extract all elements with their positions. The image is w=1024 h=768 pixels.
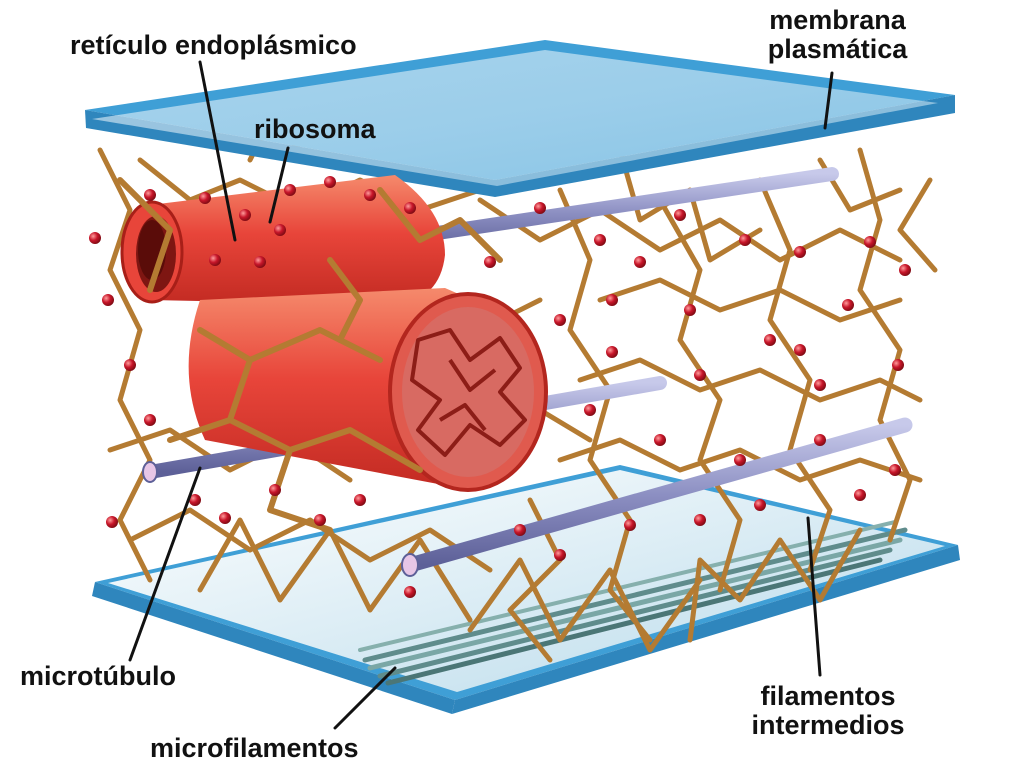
label-microfilamentos: microfilamentos xyxy=(150,733,359,763)
intermediate-filament-network xyxy=(97,117,938,663)
label-microtubulo: microtúbulo xyxy=(20,661,176,691)
ribosomes xyxy=(89,176,911,598)
top-plasma-membrane xyxy=(85,40,955,197)
reticulum-cross-section xyxy=(188,288,548,492)
label-reticulo-endoplasmico: retículo endoplásmico xyxy=(70,30,357,60)
intermediate-filament-front xyxy=(117,177,503,533)
label-filamentos-line1: filamentos xyxy=(760,681,896,711)
endoplasmic-reticulum xyxy=(120,175,445,305)
label-membrana-plasmatica: membrana plasmática xyxy=(745,6,930,64)
leader-lines xyxy=(128,60,834,730)
label-membrana-line1: membrana xyxy=(769,5,906,35)
label-filamentos-line2: intermedios xyxy=(751,710,905,740)
microtubule-front xyxy=(401,417,913,577)
label-ribosoma: ribosoma xyxy=(254,114,376,144)
label-membrana-line2: plasmática xyxy=(767,34,908,64)
label-filamentos-intermedios: filamentos intermedios xyxy=(718,682,938,740)
bottom-plasma-membrane xyxy=(92,465,960,714)
